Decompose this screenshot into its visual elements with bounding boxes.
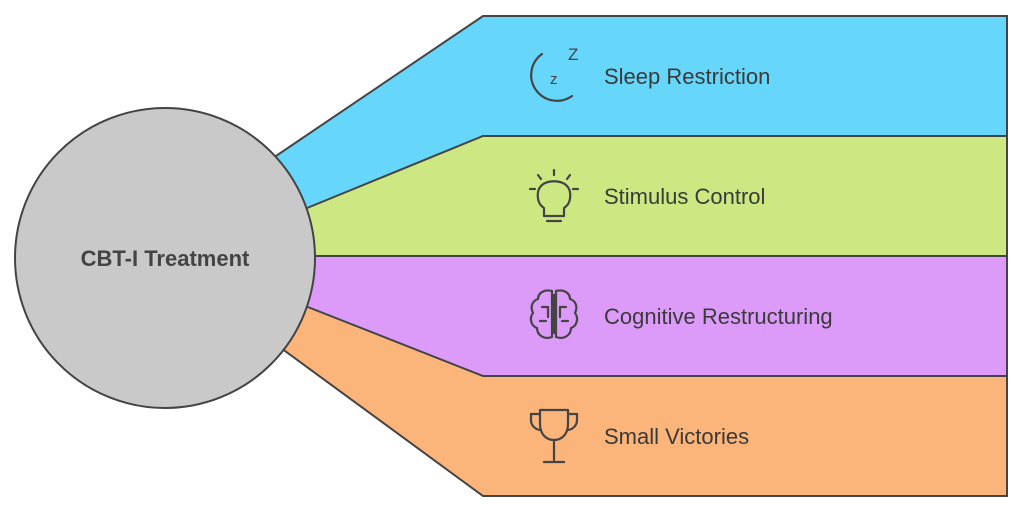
brain-icon	[529, 289, 579, 339]
lightbulb-icon	[528, 168, 580, 223]
branch-label-cognitive-restructuring: Cognitive Restructuring	[604, 304, 833, 329]
branch-label-sleep-restriction: Sleep Restriction	[604, 64, 770, 89]
sleep-moon-icon: z Z	[530, 45, 578, 102]
svg-text:Z: Z	[568, 45, 578, 64]
branch-label-stimulus-control: Stimulus Control	[604, 184, 765, 209]
branch-stimulus-control: Stimulus Control	[289, 135, 1008, 257]
hub-circle	[14, 107, 316, 409]
branch-label-small-victories: Small Victories	[604, 424, 749, 449]
trophy-icon	[529, 408, 579, 464]
branch-small-victories: Small Victories	[268, 298, 1008, 497]
hub-label: CBT-I Treatment	[81, 246, 250, 271]
hub-node: CBT-I Treatment	[14, 107, 316, 409]
branch-sleep-restriction: z Z Sleep Restriction	[269, 15, 1008, 242]
svg-text:z: z	[550, 71, 558, 88]
